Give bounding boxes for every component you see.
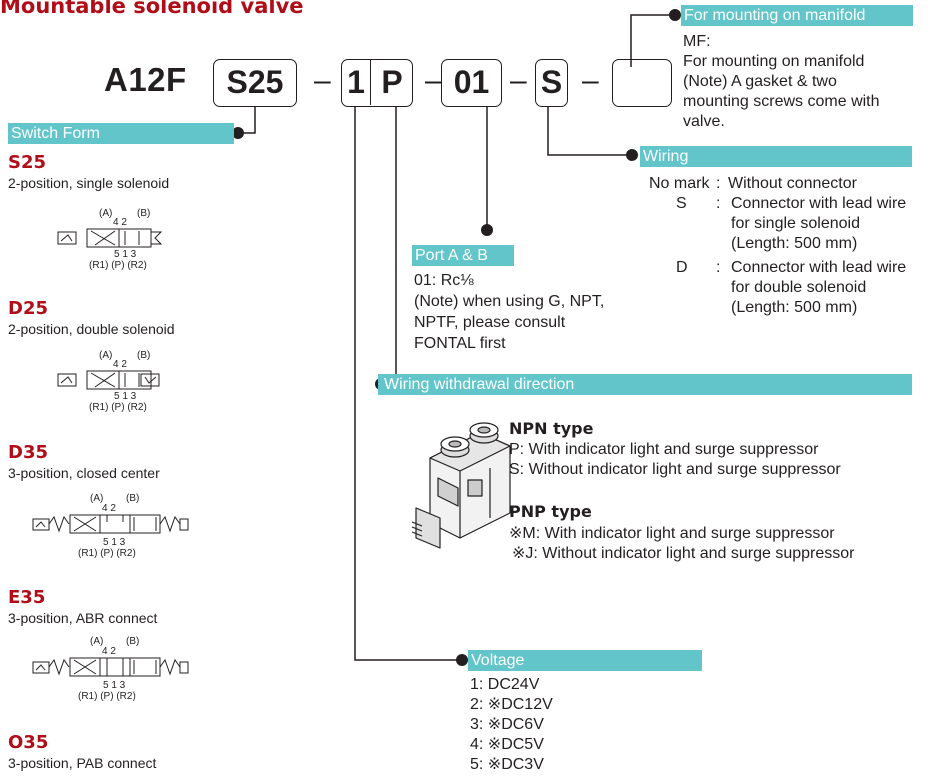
valve-product-image <box>411 422 511 549</box>
box-divider <box>370 60 371 105</box>
switch-form-desc: 3-position, ABR connect <box>8 610 158 626</box>
svg-text:(R1) (P) (R2): (R1) (P) (R2) <box>78 548 136 559</box>
pnp-line: ※J: Without indicator light and surge su… <box>512 545 855 562</box>
voltage-item: 5: ※DC3V <box>470 756 544 773</box>
wiring-direction-code: P <box>381 64 403 100</box>
port-line: (Note) when using G, NPT, <box>414 293 605 310</box>
wiring-sep: : <box>716 259 721 276</box>
valve-symbol-e35: (A) (B) 4 2 5 1 3 (R1) (P) (R2) <box>32 636 189 702</box>
wiring-tag: Wiring <box>640 146 912 167</box>
manifold-line: valve. <box>683 113 725 130</box>
svg-text:(B): (B) <box>126 493 139 504</box>
switch-form-desc: 2-position, double solenoid <box>8 321 175 337</box>
svg-text:4 2: 4 2 <box>102 646 116 657</box>
svg-text:(A): (A) <box>99 350 112 361</box>
wiring-key: S <box>676 195 687 212</box>
wiring-text: for single solenoid <box>731 215 860 232</box>
switch-form-name: S25 <box>8 152 47 173</box>
svg-text:4 2: 4 2 <box>113 359 127 370</box>
wiring-text: for double solenoid <box>731 279 867 296</box>
wiring-text: Without connector <box>728 175 857 192</box>
voltage-tag: Voltage <box>468 650 702 671</box>
wiring-text: (Length: 500 mm) <box>731 235 858 252</box>
valve-symbol-d25: (A) (B) 4 2 5 1 3 (R1) (P) (R2) <box>57 350 160 413</box>
switch-form-name: D25 <box>8 298 48 319</box>
port-line: NPTF, please consult <box>414 314 566 331</box>
voltage-wiring-box: 1 P <box>341 59 413 107</box>
switch-form-desc: 3-position, closed center <box>8 465 160 481</box>
wiring-text: (Length: 500 mm) <box>731 299 858 316</box>
switch-form-desc: 3-position, PAB connect <box>8 755 157 771</box>
switch-form-tag: Switch Form <box>8 123 234 144</box>
svg-text:(R1) (P) (R2): (R1) (P) (R2) <box>89 402 147 413</box>
port-line: 01: Rc⅛ <box>414 272 474 289</box>
switch-form-name: E35 <box>8 587 46 608</box>
voltage-item: 3: ※DC6V <box>470 716 544 733</box>
manifold-line: mounting screws come with <box>683 93 880 110</box>
svg-text:5 1 3: 5 1 3 <box>103 680 126 691</box>
switch-form-desc: 2-position, single solenoid <box>8 175 170 191</box>
svg-text:(B): (B) <box>137 350 150 361</box>
model-dash: – <box>314 64 331 97</box>
model-prefix: A12F <box>104 61 187 98</box>
manifold-tag: For mounting on manifold <box>681 5 913 26</box>
svg-text:(R1) (P) (R2): (R1) (P) (R2) <box>89 260 147 271</box>
model-dash: – <box>510 64 527 97</box>
svg-text:5 1 3: 5 1 3 <box>103 537 126 548</box>
voltage-item: 2: ※DC12V <box>470 696 553 713</box>
page-title: Mountable solenoid valve <box>0 0 304 18</box>
voltage-item: 4: ※DC5V <box>470 736 544 753</box>
pnp-line: ※M: With indicator light and surge suppr… <box>509 525 835 542</box>
manifold-line: (Note) A gasket & two <box>683 73 837 90</box>
switch-form-box: S25 <box>213 59 297 107</box>
manifold-line: For mounting on manifold <box>683 53 865 70</box>
voltage-code: 1 <box>347 64 365 100</box>
svg-text:(B): (B) <box>137 208 150 219</box>
svg-text:4 2: 4 2 <box>113 217 127 228</box>
switch-form-name: O35 <box>8 732 49 753</box>
wiring-sep: : <box>716 195 721 212</box>
port-tag: Port A & B <box>412 245 514 266</box>
model-dash: – <box>582 64 599 97</box>
port-box: 01 <box>441 59 502 107</box>
wiring-key: No mark <box>649 175 710 192</box>
port-line: FONTAL first <box>414 335 506 352</box>
manifold-box <box>612 59 672 107</box>
svg-text:(B): (B) <box>126 636 139 647</box>
valve-symbol-s25: (A) (B) 4 2 5 1 3 (R1) (P) (R2) <box>57 208 163 271</box>
svg-text:(A): (A) <box>90 636 103 647</box>
wiring-box: S <box>535 59 568 107</box>
npn-line: S: Without indicator light and surge sup… <box>509 461 841 478</box>
svg-text:5 1 3: 5 1 3 <box>114 391 137 402</box>
pnp-type-title: PNP type <box>509 502 592 521</box>
svg-text:(R1) (P) (R2): (R1) (P) (R2) <box>78 691 136 702</box>
wiring-sep: : <box>716 175 721 192</box>
svg-text:(A): (A) <box>90 493 103 504</box>
withdrawal-tag: Wiring withdrawal direction <box>378 374 912 395</box>
svg-text:5 1 3: 5 1 3 <box>114 249 137 260</box>
switch-form-name: D35 <box>8 442 48 463</box>
npn-type-title: NPN type <box>509 419 594 438</box>
voltage-item: 1: DC24V <box>470 676 540 693</box>
svg-text:(A): (A) <box>99 208 112 219</box>
npn-line: P: With indicator light and surge suppre… <box>509 441 819 458</box>
wiring-key: D <box>676 259 688 276</box>
manifold-line: MF: <box>683 33 711 50</box>
wiring-text: Connector with lead wire <box>731 259 907 276</box>
wiring-text: Connector with lead wire <box>731 195 907 212</box>
svg-text:4 2: 4 2 <box>102 503 116 514</box>
valve-symbol-d35: (A) (B) 4 2 5 1 3 (R1) (P) (R2) <box>32 493 189 559</box>
model-dash: – <box>425 64 442 97</box>
